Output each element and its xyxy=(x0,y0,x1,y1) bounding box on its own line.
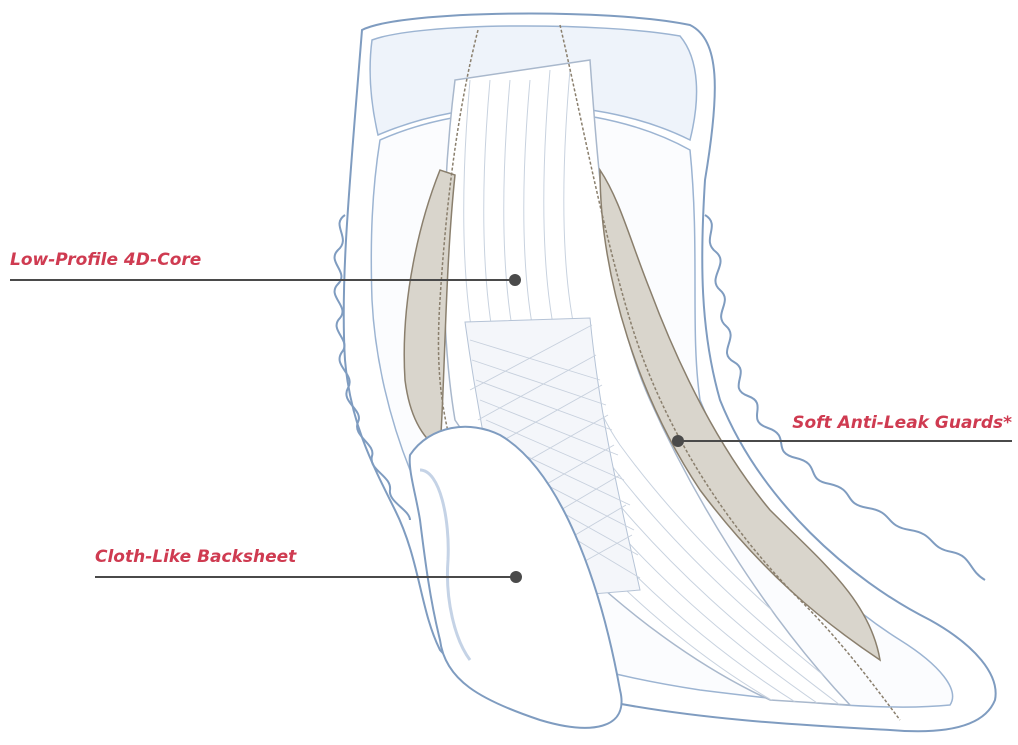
leader-dot-backsheet xyxy=(510,571,522,583)
pad-illustration xyxy=(335,14,996,732)
callout-label-core: Low-Profile 4D-Core xyxy=(10,250,201,270)
leader-dot-core xyxy=(509,274,521,286)
callout-label-guards: Soft Anti-Leak Guards* xyxy=(792,413,1012,433)
callout-label-backsheet: Cloth-Like Backsheet xyxy=(95,547,296,567)
leader-dot-guards xyxy=(672,435,684,447)
